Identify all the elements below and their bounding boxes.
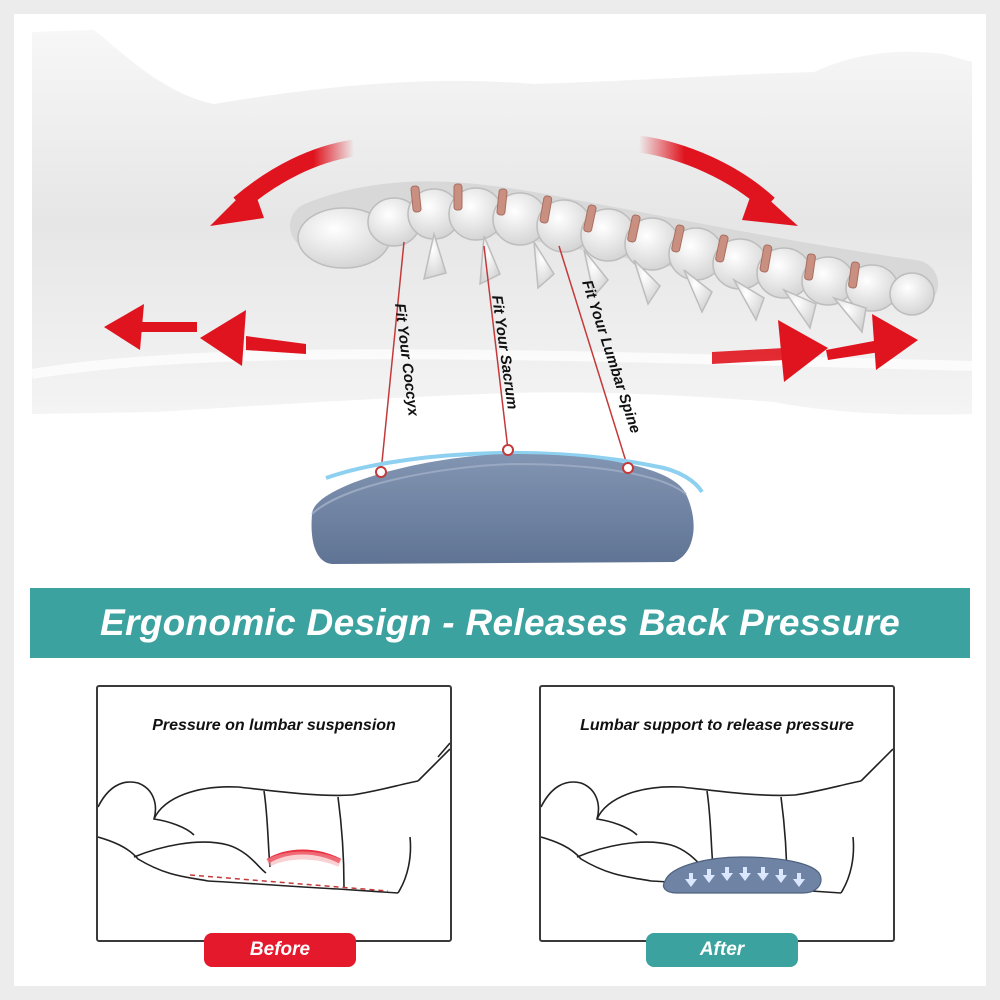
curved-arrow-left-icon bbox=[210, 139, 356, 226]
spine-illustration bbox=[290, 181, 938, 334]
arrow-right-icon bbox=[712, 314, 918, 382]
before-panel: Pressure on lumbar suspension bbox=[96, 685, 452, 942]
pillow-image bbox=[311, 450, 704, 564]
after-label: After bbox=[646, 933, 798, 967]
product-image: Fit Your Coccyx Fit Your Sacrum Fit Your… bbox=[14, 14, 986, 986]
after-panel: Lumbar support to release pressure bbox=[539, 685, 895, 942]
arrow-up-icon bbox=[685, 867, 805, 887]
body-outline bbox=[541, 748, 893, 894]
hero-illustration: Fit Your Coccyx Fit Your Sacrum Fit Your… bbox=[31, 30, 973, 564]
before-label: Before bbox=[204, 933, 356, 967]
body-outline bbox=[98, 742, 450, 894]
banner-title: Ergonomic Design - Releases Back Pressur… bbox=[100, 602, 900, 643]
before-caption: Pressure on lumbar suspension bbox=[152, 717, 396, 734]
curved-arrow-right-icon bbox=[637, 135, 798, 226]
arrow-left-icon bbox=[104, 304, 306, 366]
after-caption: Lumbar support to release pressure bbox=[580, 717, 854, 734]
support-pillow bbox=[662, 856, 822, 894]
title-banner: Ergonomic Design - Releases Back Pressur… bbox=[30, 588, 970, 658]
